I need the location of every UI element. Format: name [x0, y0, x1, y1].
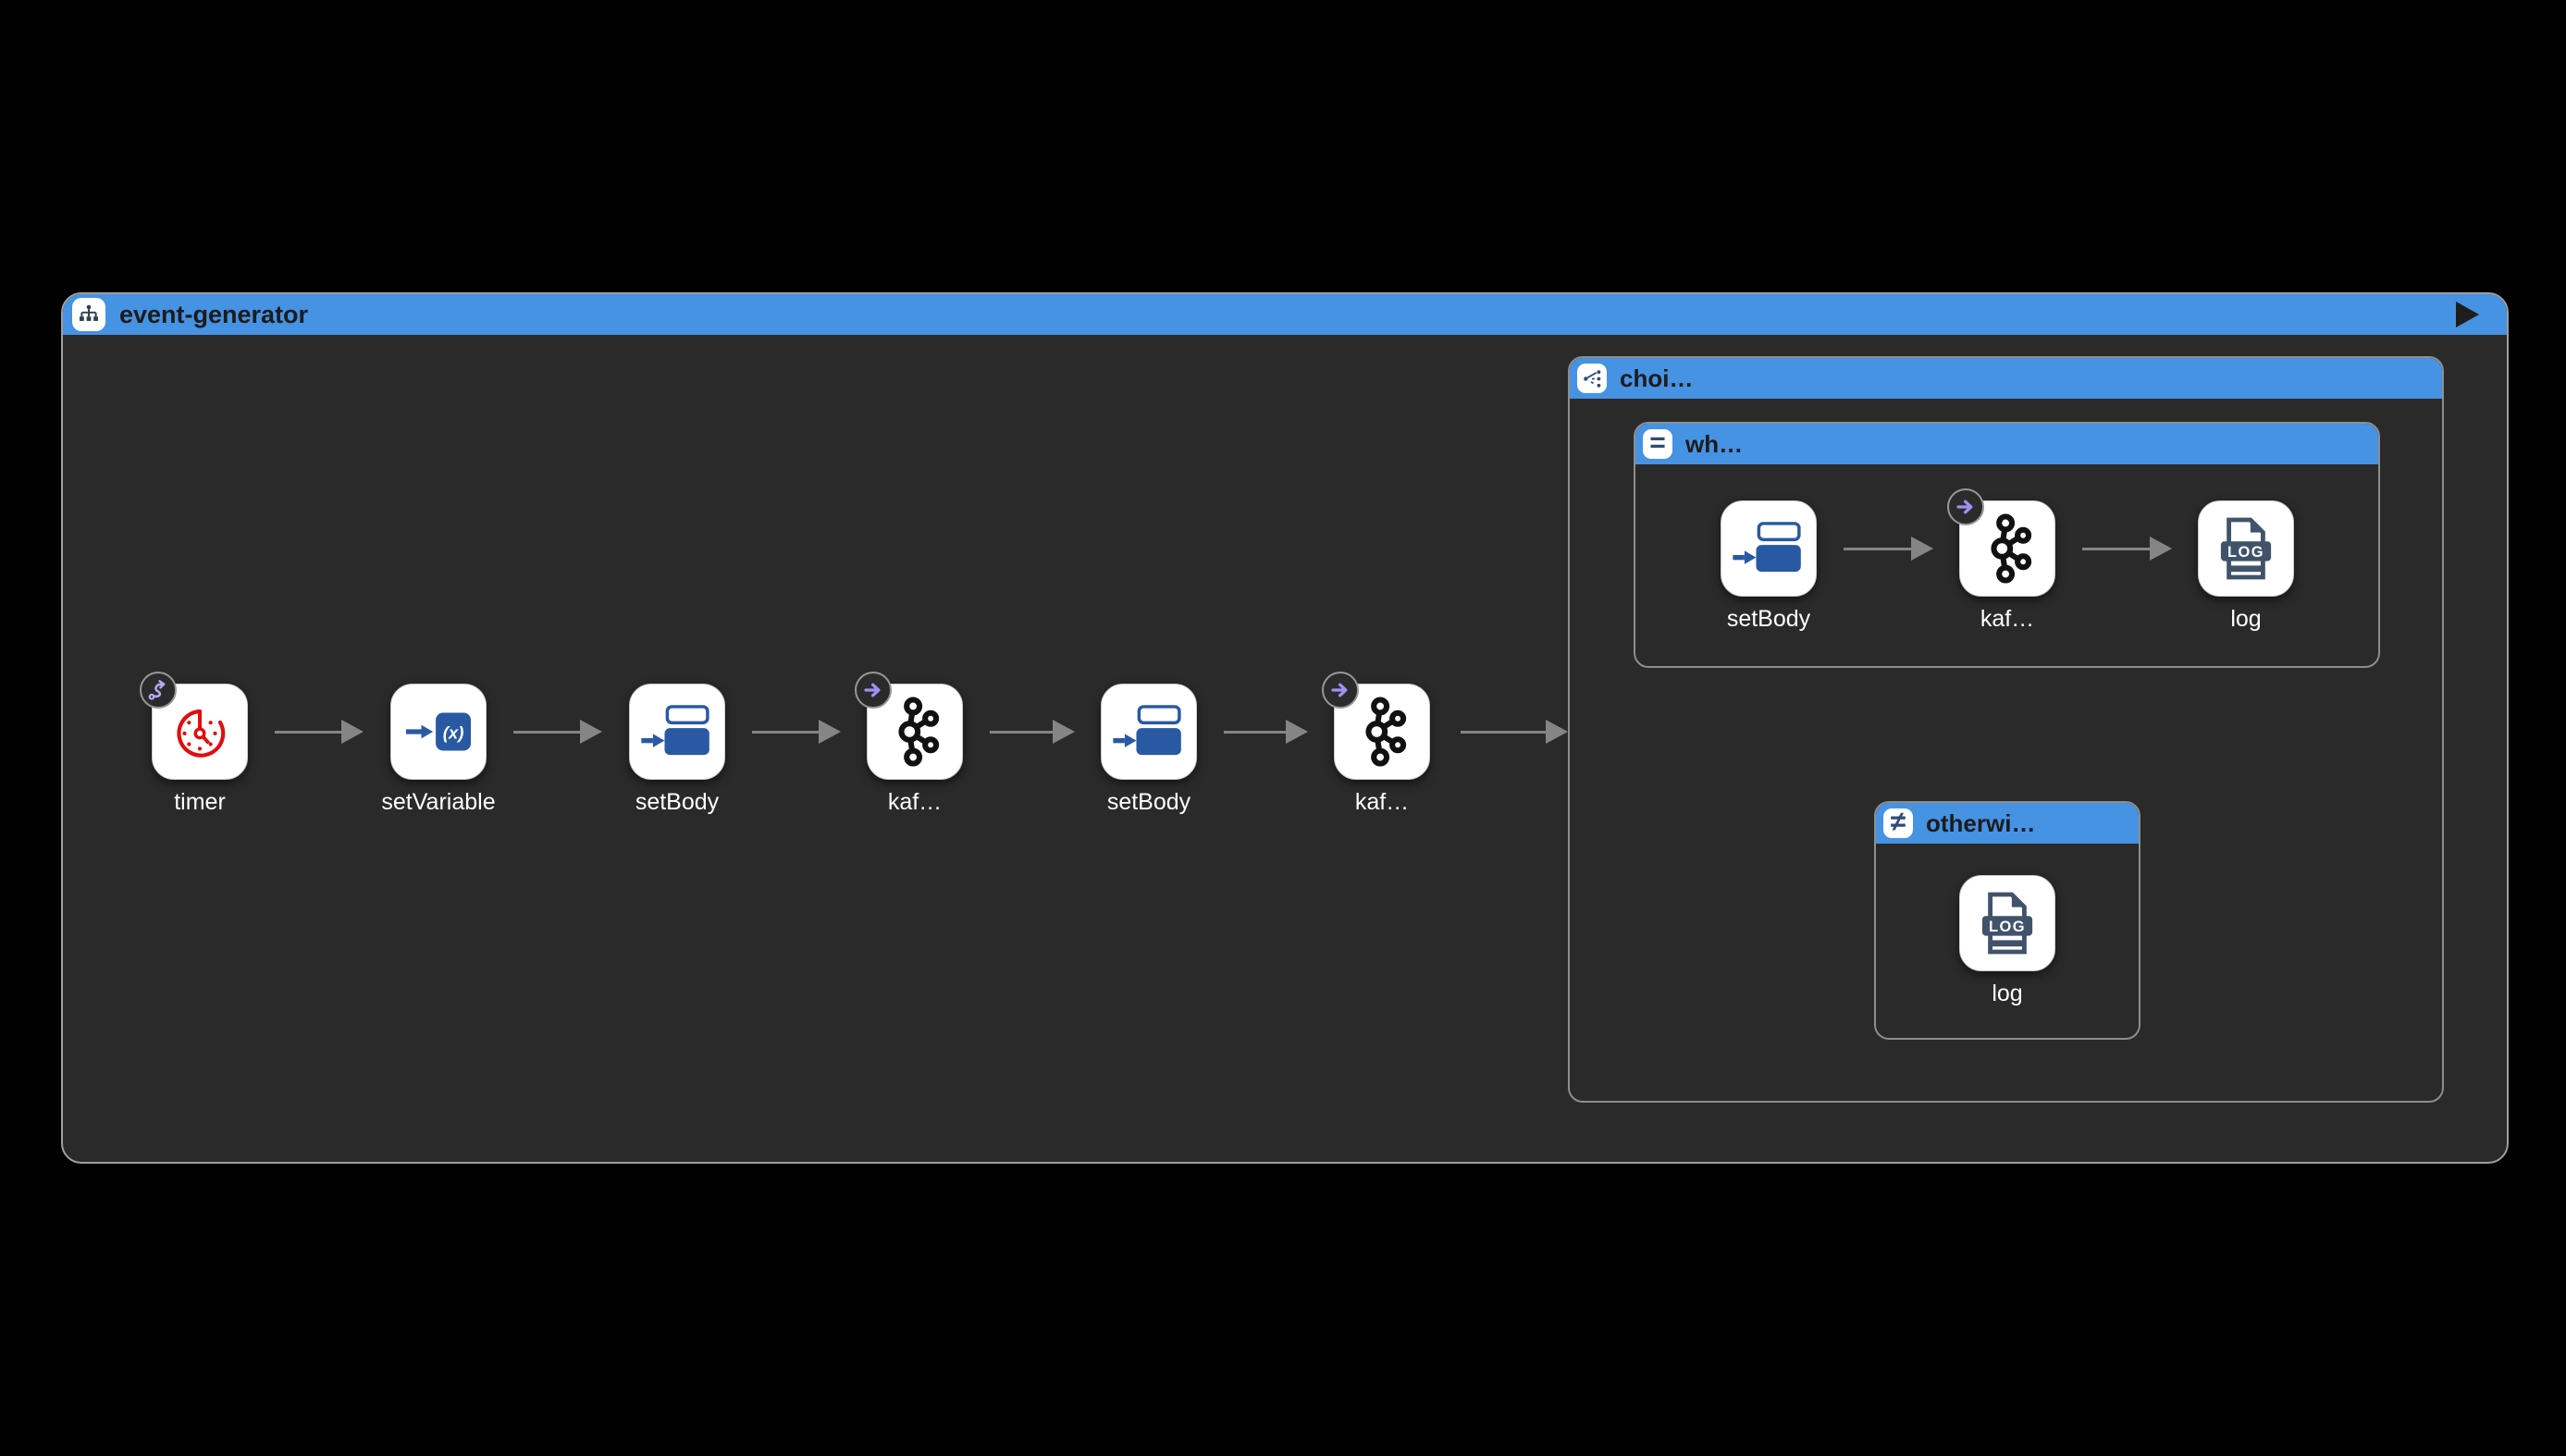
otherwise-header[interactable]: ≠ otherwi… — [1876, 803, 2139, 844]
step-label: log — [2230, 606, 2262, 632]
kafka-node-box[interactable] — [1947, 488, 2055, 597]
kafka-node-box[interactable] — [1322, 672, 1430, 780]
when-header[interactable]: = wh… — [1635, 424, 2378, 464]
step-node-setbody[interactable]: setBody — [629, 684, 725, 815]
when-container[interactable]: = wh… setBody — [1634, 422, 2380, 668]
choice-header[interactable]: choi… — [1570, 358, 2442, 399]
step-node-kafka[interactable]: kaf… — [1947, 488, 2055, 632]
set-body-icon — [1733, 522, 1801, 573]
route-container-event-generator[interactable]: event-generator — [61, 292, 2509, 1164]
log-node-box[interactable]: LOG — [1959, 875, 2055, 971]
step-node-kafka[interactable]: kaf… — [855, 672, 963, 815]
otherwise-type-iconbox: ≠ — [1883, 808, 1913, 838]
step-node-setbody[interactable]: setBody — [1721, 500, 1817, 632]
choice-type-iconbox — [1577, 364, 1607, 393]
step-node-setvariable[interactable]: (x) setVariable — [381, 684, 496, 815]
edge-arrow — [2082, 535, 2172, 562]
log-file-icon: LOG — [2220, 517, 2272, 580]
edge-arrow — [275, 718, 364, 746]
kafka-icon — [1365, 697, 1407, 767]
kafka-node-box[interactable] — [855, 672, 963, 780]
log-node-box[interactable]: LOG — [2198, 500, 2294, 597]
not-equals-icon: ≠ — [1890, 807, 1906, 837]
svg-text:(x): (x) — [443, 722, 464, 742]
edge-arrow — [1844, 535, 1933, 562]
choice-title: choi… — [1620, 364, 1694, 392]
step-label: setBody — [635, 789, 720, 815]
step-label: log — [1992, 981, 2023, 1006]
route-header[interactable]: event-generator — [63, 294, 2507, 335]
route-source-badge — [140, 672, 177, 709]
edge-arrow — [752, 718, 841, 746]
when-type-iconbox: = — [1643, 429, 1672, 459]
edge-arrow — [990, 718, 1075, 746]
setbody-node-box[interactable] — [1721, 500, 1817, 597]
step-label: kaf… — [1980, 606, 2035, 632]
arrow-right-icon — [1331, 683, 1348, 697]
kafka-icon — [1991, 513, 2032, 584]
step-node-timer[interactable]: timer — [140, 672, 248, 815]
when-title: wh… — [1685, 429, 1744, 458]
play-icon — [2455, 302, 2479, 327]
setbody-node-box[interactable] — [629, 684, 725, 780]
edge-arrow — [1461, 718, 1568, 746]
setbody-node-box[interactable] — [1101, 684, 1197, 780]
setvariable-node-box[interactable]: (x) — [390, 684, 487, 780]
svg-text:LOG: LOG — [1989, 919, 2026, 935]
produce-badge — [855, 672, 892, 709]
edge-arrow — [1224, 718, 1308, 746]
arrow-right-icon — [1956, 500, 1973, 514]
route-squiggle-arrow-icon — [148, 679, 165, 700]
equals-icon: = — [1649, 427, 1666, 458]
produce-badge — [1322, 672, 1359, 709]
step-node-log[interactable]: LOG log — [1959, 875, 2055, 1006]
svg-text:LOG: LOG — [2227, 544, 2264, 561]
otherwise-container[interactable]: ≠ otherwi… LOG log — [1874, 801, 2140, 1040]
edge-arrow — [513, 718, 602, 746]
arrow-right-icon — [864, 683, 881, 697]
timer-icon — [177, 709, 226, 758]
sitemap-icon — [80, 304, 98, 321]
step-label: setVariable — [381, 789, 496, 815]
step-node-log[interactable]: LOG log — [2198, 500, 2294, 632]
step-label: kaf… — [1354, 789, 1410, 815]
route-type-iconbox — [72, 298, 105, 331]
step-label: setBody — [1726, 606, 1811, 632]
choice-container[interactable]: choi… = wh… — [1568, 356, 2444, 1103]
set-body-icon — [641, 705, 709, 756]
step-label: kaf… — [887, 789, 943, 815]
step-label: setBody — [1106, 789, 1191, 815]
step-node-setbody[interactable]: setBody — [1101, 684, 1197, 815]
otherwise-title: otherwi… — [1926, 808, 2036, 837]
set-variable-icon: (x) — [405, 712, 472, 751]
log-file-icon: LOG — [1981, 892, 2033, 955]
route-title: event-generator — [119, 300, 309, 328]
choice-branch-icon — [1583, 369, 1600, 388]
timer-node-box[interactable] — [140, 672, 248, 780]
step-label: timer — [174, 789, 226, 815]
produce-badge — [1947, 488, 1984, 525]
run-route-button[interactable] — [2451, 301, 2483, 328]
step-node-kafka[interactable]: kaf… — [1322, 672, 1430, 815]
kafka-icon — [898, 697, 940, 767]
set-body-icon — [1113, 705, 1181, 756]
